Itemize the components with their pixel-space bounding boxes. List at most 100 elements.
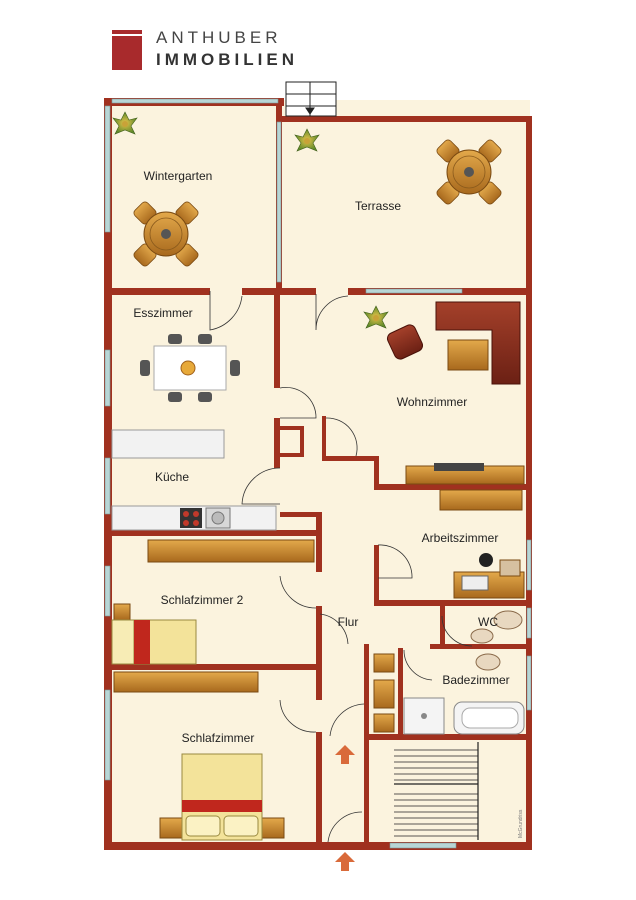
window-wintergarten-right: [276, 121, 282, 283]
room-labels: Wintergarten Terrasse Esszimmer Wohnzimm…: [133, 169, 524, 838]
wall-niche-top: [278, 426, 304, 430]
window-arbeit: [526, 539, 532, 591]
label-wc: WC: [478, 615, 498, 629]
window-bad: [526, 655, 532, 711]
office-shelf: [439, 489, 523, 511]
wall-flur-left-c: [316, 732, 322, 844]
entry-arrows: [335, 745, 355, 871]
door-schlaf: [279, 699, 317, 733]
arrow-up-icon: [335, 745, 355, 764]
door-bad: [403, 649, 433, 681]
wall-top-terrasse: [276, 116, 532, 122]
staircase: [394, 742, 479, 840]
door-flur-lower: [329, 703, 365, 737]
wall-arbeit-bottom: [374, 600, 528, 606]
wall-bad-bottom: [364, 734, 530, 740]
plant-icon: [363, 305, 389, 329]
wall-flur-left-top: [322, 416, 326, 460]
garden-table-icon: [133, 201, 199, 267]
wall-wintergarten-bottom-b: [242, 288, 316, 295]
wall-kueche-schlaf2: [106, 530, 320, 536]
door-ess-flur: [279, 387, 317, 419]
single-bed-icon: [111, 603, 197, 665]
window-wintergarten-top: [111, 98, 279, 104]
wall-arbeit-left-top: [374, 456, 379, 486]
door-wc: [441, 615, 473, 647]
coffee-table: [447, 339, 489, 371]
dining-table-icon: [140, 334, 240, 402]
plant-icon: [294, 128, 320, 152]
door-wohnzimmer: [315, 294, 349, 331]
garden-table-icon: [436, 139, 502, 205]
wall-niche-bottom: [278, 453, 304, 457]
door-schlaf2: [279, 575, 317, 609]
label-arbeitszimmer: Arbeitszimmer: [422, 531, 499, 545]
wall-wohn-flur: [322, 456, 378, 461]
plan-credit: McGrundriss: [518, 809, 524, 838]
window-wohn-top: [365, 288, 463, 294]
door-esszimmer: [209, 291, 243, 331]
arrow-entrance-icon: [335, 852, 355, 871]
label-wohnzimmer: Wohnzimmer: [397, 395, 467, 409]
header: ANTHUBER IMMOBILIEN: [0, 0, 636, 90]
office-desk: [453, 553, 525, 599]
wardrobe-schlaf: [113, 671, 259, 693]
wall-wintergarten-bottom-a: [106, 288, 210, 295]
outside-steps: [285, 81, 337, 117]
window-kueche: [104, 457, 111, 515]
window-wc: [526, 607, 532, 639]
brand-subtitle: IMMOBILIEN: [156, 50, 298, 69]
door-wohn-flur: [325, 417, 358, 457]
brand-name: ANTHUBER: [156, 28, 282, 47]
wall-ess-wohn: [274, 292, 280, 388]
toilet-icon: [470, 610, 523, 644]
label-esszimmer: Esszimmer: [133, 306, 192, 320]
label-flur: Flur: [338, 615, 359, 629]
shelf-flur-2: [373, 679, 395, 709]
wall-wc-bad: [430, 644, 528, 649]
door-flur-small: [319, 613, 349, 645]
wall-schlaf2-schlaf: [106, 664, 320, 670]
wardrobe-schlaf2: [147, 539, 315, 563]
shelf-flur-1: [373, 653, 395, 673]
window-schlaf: [104, 689, 111, 781]
wall-niche-right: [300, 426, 304, 456]
wall-kueche-niche: [280, 512, 322, 517]
bathtub-icon: [453, 701, 525, 735]
nightstand-right: [259, 817, 285, 839]
wall-arbeit-left-bottom: [374, 545, 379, 605]
sofa-icon: [386, 301, 521, 385]
tv-sideboard: [405, 463, 525, 485]
wall-bottom: [104, 842, 532, 850]
label-terrasse: Terrasse: [355, 199, 401, 213]
nightstand: [113, 603, 131, 621]
plant-icon: [112, 111, 138, 135]
wall-flur-right-low: [364, 644, 369, 738]
windows: [104, 98, 532, 849]
doors: [209, 291, 473, 843]
door-entrance: [327, 811, 363, 843]
wall-flur-left-low: [316, 606, 322, 664]
office-chair-icon: [479, 553, 493, 567]
shower-icon: [403, 697, 445, 735]
wall-flur-left-mid: [316, 512, 322, 572]
label-badezimmer: Badezimmer: [442, 673, 509, 687]
armchair-icon: [386, 324, 424, 360]
logo-mark: [112, 30, 142, 70]
wall-right: [526, 116, 532, 848]
kitchen-counter-top: [111, 429, 225, 459]
nightstand-left: [159, 817, 185, 839]
wc-basin: [470, 628, 494, 644]
wall-bad-left: [398, 648, 403, 738]
wall-wc-left: [440, 600, 445, 648]
window-schlaf2: [104, 565, 111, 617]
door-kueche: [241, 467, 281, 505]
wall-flur-left-b: [316, 664, 322, 700]
double-bed-icon: [159, 753, 285, 841]
window-ess: [104, 349, 111, 407]
furniture: [111, 111, 525, 841]
label-schlafzimmer: Schlafzimmer: [182, 731, 255, 745]
shelf-flur-3: [373, 713, 395, 733]
door-arbeit: [377, 544, 413, 579]
wall-stair-left: [364, 740, 369, 844]
